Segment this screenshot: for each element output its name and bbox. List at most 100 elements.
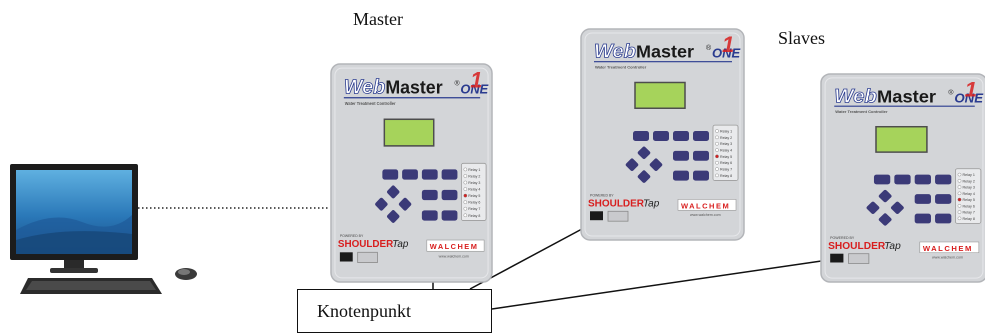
walchem-badge — [919, 241, 980, 254]
keypad-button — [421, 210, 438, 221]
relay-label: Relay 1 — [963, 173, 975, 177]
brand-one-numeral: 1 — [722, 32, 734, 57]
relay-led — [957, 172, 962, 177]
keypad-button — [382, 169, 399, 180]
keypad-button — [914, 174, 931, 185]
website-text: www.walchem.com — [690, 213, 721, 217]
keypad-button — [914, 213, 931, 224]
relay-label: Relay 5 — [963, 198, 975, 202]
shouldertap-text: SHOULDER — [828, 241, 885, 252]
relay-label: Relay 8 — [468, 214, 480, 218]
walchem-badge — [426, 239, 485, 252]
powered-by-text: POWERED BY — [590, 193, 614, 197]
keypad-button — [441, 189, 458, 201]
keypad-button — [693, 150, 709, 161]
panel-bevel — [824, 77, 984, 279]
hub-label: Knotenpunkt — [317, 300, 411, 321]
brand-web-text: Web — [344, 76, 385, 98]
relay-led — [463, 193, 468, 198]
relay-label: Relay 1 — [468, 168, 480, 172]
relay-led — [957, 204, 962, 208]
panel-bevel — [584, 32, 741, 237]
shouldertap-text: SHOULDER — [588, 198, 644, 209]
relay-label: Relay 8 — [720, 174, 732, 178]
keypad-button — [935, 194, 952, 204]
master-label: Master — [353, 9, 403, 29]
port-slot — [607, 210, 629, 222]
arrow-key — [878, 213, 892, 226]
walchem-text: WALCHEM — [430, 242, 479, 251]
relay-led — [957, 197, 962, 202]
website-text: www.walchem.com — [932, 256, 963, 260]
relay-label: Relay 3 — [720, 142, 732, 146]
arrow-key — [637, 146, 651, 160]
relay-led — [715, 154, 719, 159]
port-connector — [830, 253, 844, 263]
keypad-button — [873, 174, 891, 185]
relay-led — [957, 179, 962, 183]
relay-label: Relay 6 — [720, 161, 732, 165]
keypad-button — [421, 169, 438, 180]
keypad-button — [653, 131, 669, 141]
relay-led — [715, 141, 719, 146]
website-text: www.walchem.com — [439, 254, 469, 258]
brand-one-numeral: 1 — [965, 77, 977, 101]
arrow-key — [625, 158, 639, 171]
relay-led — [957, 216, 962, 221]
slave2-to-hub-link — [491, 257, 843, 310]
relay-label: Relay 2 — [963, 179, 975, 183]
relay-label: Relay 4 — [468, 188, 480, 192]
relay-led — [715, 135, 719, 140]
keypad-button — [935, 213, 952, 224]
keypad-button — [673, 150, 689, 161]
port-connector — [590, 211, 603, 221]
relay-led — [715, 148, 719, 152]
keypad-button — [441, 210, 458, 221]
controller-subtitle: Water Treatment Controller — [345, 101, 396, 106]
brand-one-numeral: 1 — [470, 67, 482, 92]
mouse-icon — [175, 268, 197, 280]
relay-led — [463, 180, 468, 185]
brand-one-text: ONE — [460, 81, 489, 96]
relay-panel — [460, 162, 487, 221]
relay-led — [463, 206, 468, 211]
walchem-text: WALCHEM — [681, 201, 730, 210]
relay-led — [957, 210, 962, 214]
brand-master-text: Master — [636, 42, 694, 62]
relay-label: Relay 7 — [963, 211, 975, 215]
keypad-button — [421, 189, 438, 201]
arrow-key — [649, 158, 663, 171]
relay-panel — [712, 124, 739, 181]
arrow-key — [375, 197, 388, 211]
brand-one-text: ONE — [954, 91, 983, 106]
brand-one-text: ONE — [712, 46, 741, 61]
relay-label: Relay 8 — [963, 217, 975, 221]
relay-label: Relay 5 — [720, 155, 732, 159]
arrow-key — [866, 201, 880, 214]
walchem-text: WALCHEM — [923, 244, 973, 253]
keypad-button — [402, 169, 418, 180]
lcd-screen — [875, 125, 928, 153]
tap-text: Tap — [643, 198, 660, 209]
relay-label: Relay 3 — [468, 181, 480, 185]
registered-mark: ® — [706, 44, 712, 52]
relay-label: Relay 3 — [963, 186, 975, 190]
monitor-icon — [10, 164, 138, 273]
port-connector — [339, 252, 353, 262]
relay-led — [463, 187, 468, 191]
port-slot — [357, 251, 378, 263]
lcd-screen — [383, 118, 435, 147]
brand-web-text: Web — [594, 41, 636, 63]
powered-by-text: POWERED BY — [340, 234, 364, 238]
brand-master-text: Master — [877, 87, 936, 107]
registered-mark: ® — [454, 79, 460, 87]
relay-led — [463, 200, 468, 205]
arrow-key — [637, 170, 651, 183]
relay-label: Relay 7 — [720, 168, 732, 172]
keypad-button — [914, 194, 931, 204]
keyboard-icon — [20, 278, 162, 294]
keypad-button — [693, 131, 709, 141]
relay-label: Relay 2 — [468, 174, 480, 178]
